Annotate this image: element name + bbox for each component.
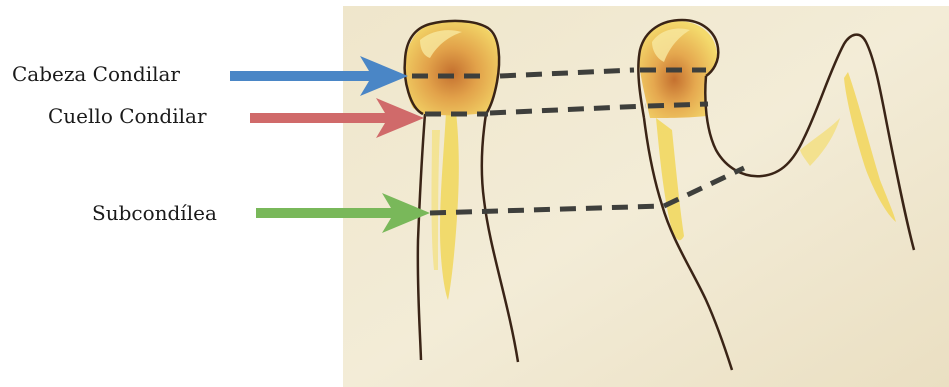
label-cabeza-condilar: Cabeza Condilar (12, 64, 180, 84)
label-subcondilea: Subcondílea (92, 203, 217, 223)
label-cuello-condilar: Cuello Condilar (48, 106, 207, 126)
